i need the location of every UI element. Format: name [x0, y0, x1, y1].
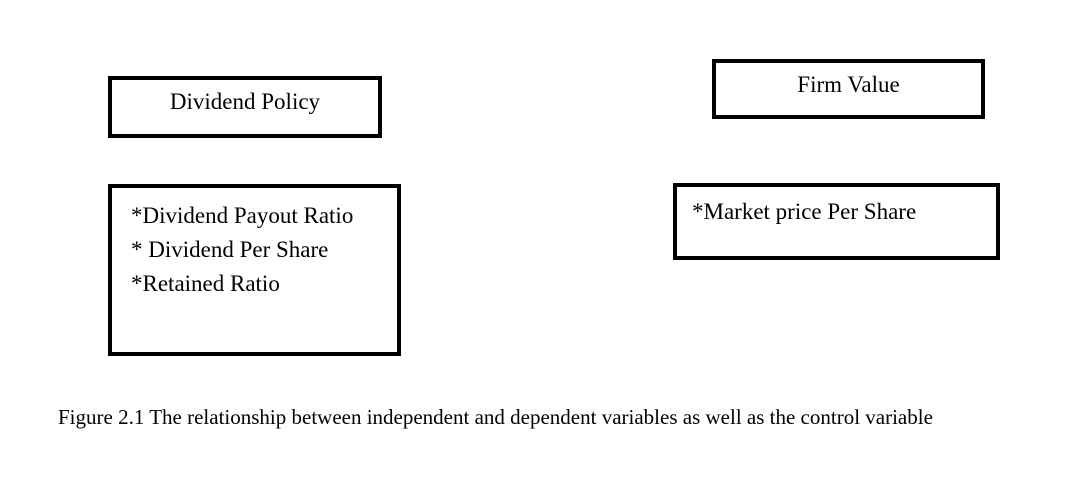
- box-firm-value-label: Firm Value: [797, 72, 900, 97]
- box-dependent-variable-label: *Market price Per Share: [692, 199, 917, 224]
- figure-caption: Figure 2.1 The relationship between inde…: [58, 405, 933, 429]
- box-firm-value: Firm Value: [712, 59, 985, 119]
- box-dependent-variable: *Market price Per Share: [673, 183, 1000, 260]
- box-independent-variables: *Dividend Payout Ratio * Dividend Per Sh…: [108, 184, 401, 356]
- box-independent-variables-label: *Dividend Payout Ratio * Dividend Per Sh…: [131, 203, 354, 296]
- box-dividend-policy: Dividend Policy: [108, 76, 382, 138]
- box-dividend-policy-label: Dividend Policy: [169, 89, 321, 114]
